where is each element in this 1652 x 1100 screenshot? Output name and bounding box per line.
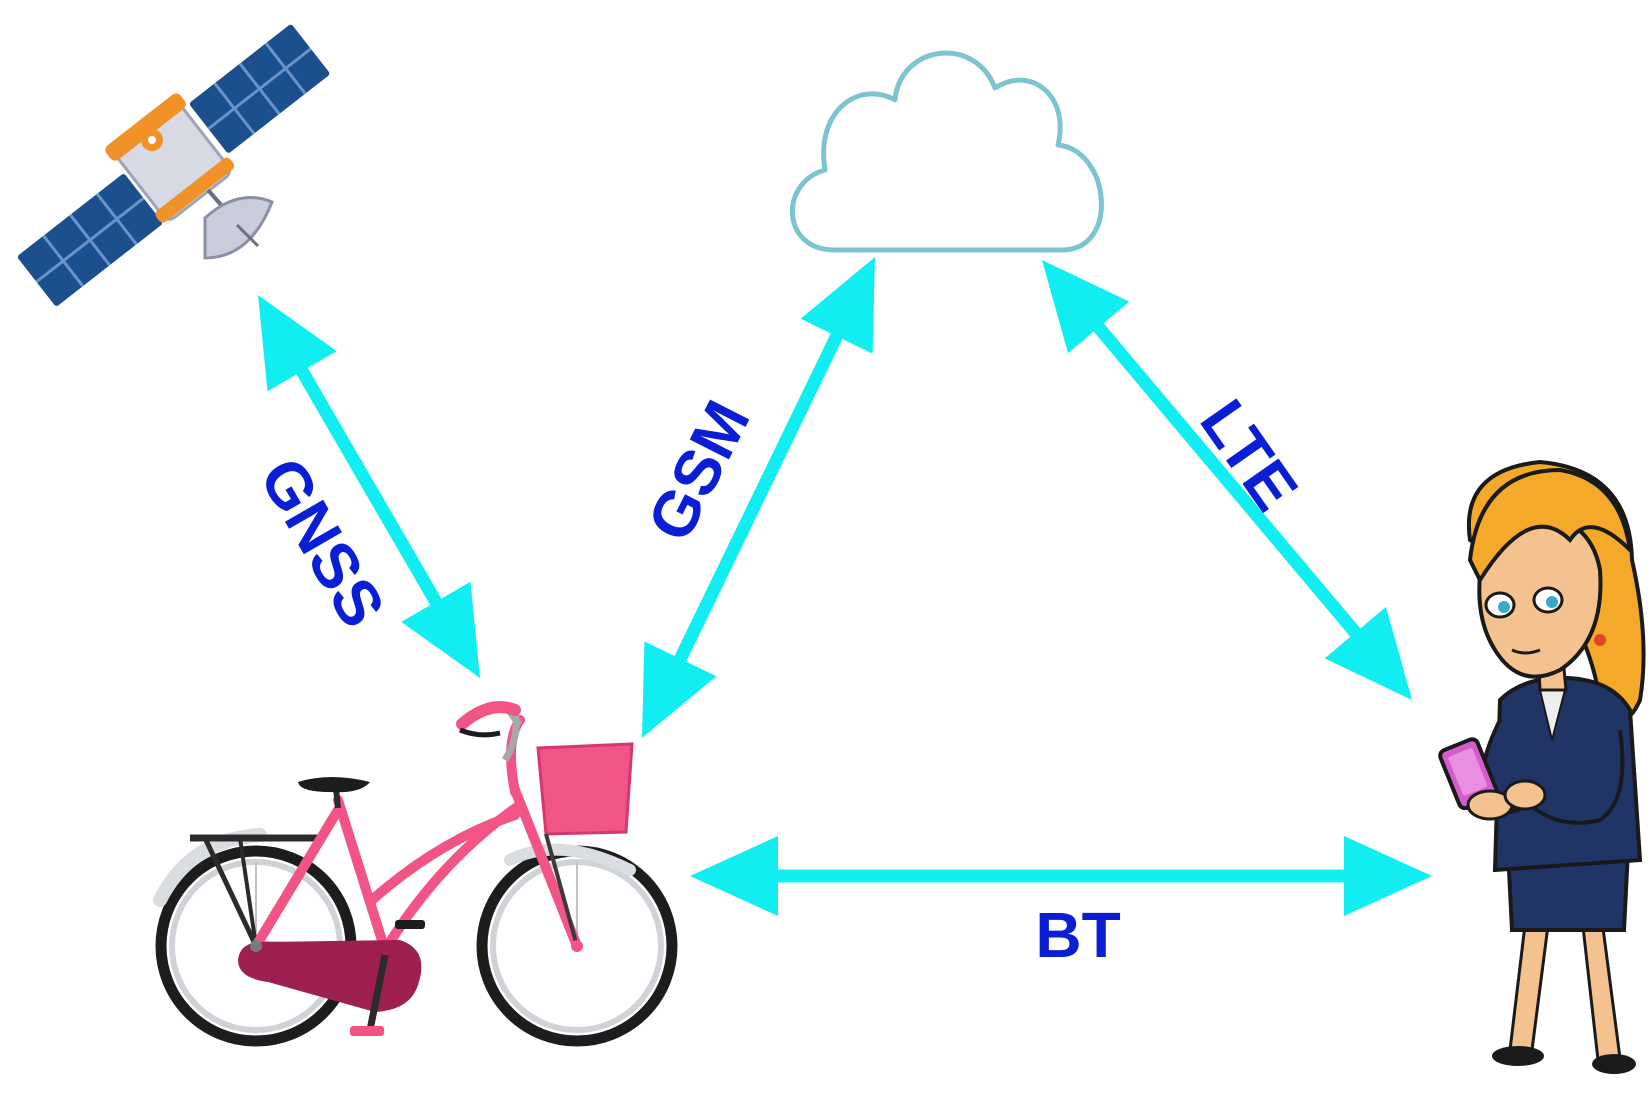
gnss-arrowhead-start [401,581,480,678]
bt-arrowhead-start [690,836,778,916]
bt-link-label: BT [1035,899,1120,971]
bt-link-arrow [690,836,1432,916]
gnss-link-label: GNSS [246,446,399,639]
lte-link-arrow [1042,260,1412,700]
gsm-arrow-shaft [672,329,845,666]
link-arrows [258,257,1432,916]
gnss-arrow-shaft [294,364,444,609]
gsm-arrowhead-start [642,641,717,738]
satellite-icon [17,24,330,306]
bicycle-icon [153,701,678,1047]
gnss-arrowhead-end [258,295,337,392]
cloud-icon [790,50,1104,253]
gnss-link-arrow [258,295,480,678]
lte-arrowhead-end [1324,606,1412,700]
gsm-link-arrow [642,257,875,738]
bt-arrowhead-end [1344,836,1432,916]
gsm-arrowhead-end [800,257,875,354]
lte-arrowhead-start [1042,260,1130,354]
lte-arrow-shaft [1091,320,1363,640]
person-with-phone-icon [1438,459,1646,1074]
